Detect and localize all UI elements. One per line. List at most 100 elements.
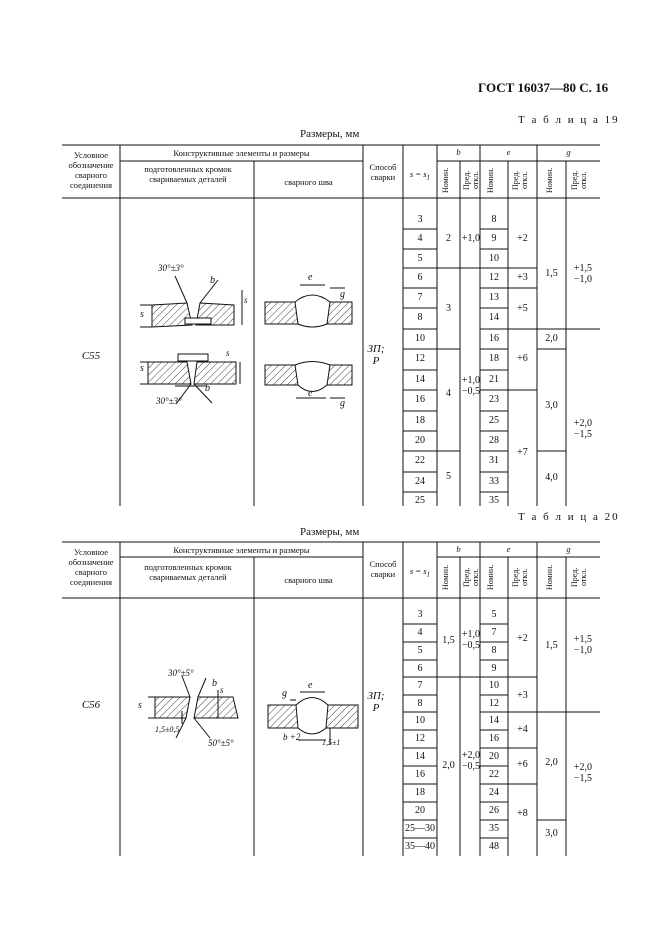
page-header: ГОСТ 16037—80 С. 16 bbox=[478, 80, 609, 95]
t19-e-nom-11: 28 bbox=[489, 435, 499, 446]
t20-fig-b: b bbox=[212, 678, 217, 689]
t19-s-value-3: 6 bbox=[417, 272, 423, 283]
t19-e-dev-4: +7 bbox=[517, 447, 528, 458]
t19-e-nom-10: 25 bbox=[489, 415, 499, 426]
t19-g-nom-h: Номин. bbox=[545, 167, 554, 193]
t19-fig-s1-top: s bbox=[244, 295, 248, 305]
t19-h-cond: Условное обозначение сварного соединения bbox=[68, 150, 114, 190]
t19-b-nom-0: 2 bbox=[446, 233, 451, 244]
t20-s-value-1: 4 bbox=[417, 627, 423, 638]
t19-e-nom-1: 9 bbox=[491, 233, 497, 244]
t19-s-value-1: 4 bbox=[417, 233, 423, 244]
t20-s-value-5: 8 bbox=[417, 698, 423, 709]
t19-s-value-0: 3 bbox=[417, 214, 423, 225]
t19-b-nom-h: Номин. bbox=[441, 167, 450, 193]
t19-joint: С55 bbox=[81, 350, 101, 362]
fig19-prep-top bbox=[140, 276, 242, 327]
t19-e-dev-0: +2 bbox=[517, 233, 528, 244]
t19-e-nom-12: 31 bbox=[489, 455, 499, 466]
t19-fig-b-bot: b bbox=[205, 383, 210, 394]
t20-fig-s1: s bbox=[220, 685, 224, 695]
t20-s-value-7: 12 bbox=[415, 733, 425, 744]
t20-h-constr: Конструктивные элементы и размеры bbox=[173, 545, 310, 555]
t20-e-dev-h: Пред. откл. bbox=[511, 567, 529, 587]
t19-e-nom-h: Номин. bbox=[486, 167, 495, 193]
table20-units: Размеры, мм bbox=[300, 526, 360, 538]
t19-e-nom-2: 10 bbox=[489, 253, 499, 264]
t19-e-dev-h: Пред. откл. bbox=[511, 170, 529, 190]
t19-fig-b-top: b bbox=[210, 275, 215, 286]
t20-h-s: s = s1 bbox=[409, 566, 431, 579]
t20-e-nom-8: 20 bbox=[489, 751, 499, 762]
t20-e-nom-2: 8 bbox=[491, 645, 497, 656]
t19-e-nom-6: 16 bbox=[489, 333, 499, 344]
t19-e-nom-13: 33 bbox=[489, 476, 499, 487]
t20-s-value-4: 7 bbox=[417, 680, 423, 691]
t19-h-prep: подготовленных кромок свариваемых детале… bbox=[144, 164, 232, 184]
t19-s-value-7: 12 bbox=[415, 353, 425, 364]
t19-e-dev-2: +5 bbox=[517, 303, 528, 314]
t19-s-value-14: 25 bbox=[415, 495, 425, 506]
t19-b-nom-2: 4 bbox=[446, 388, 451, 399]
t20-fig-dim1: 1,5±0,5 bbox=[155, 725, 180, 734]
t20-b-dev-0: +1,0 −0,5 bbox=[461, 629, 481, 651]
t19-fig-g-bot: g bbox=[340, 398, 345, 409]
t20-b-dev-1: +2,0 −0,5 bbox=[461, 750, 481, 772]
fig19-weld-bottom bbox=[265, 362, 352, 399]
t19-s-value-12: 22 bbox=[415, 455, 425, 466]
t19-g-dev-h: Пред. откл. bbox=[570, 170, 588, 190]
t20-b-dev-h: Пред. откл. bbox=[462, 567, 480, 587]
t19-fig-s1-bot: s bbox=[226, 348, 230, 358]
t19-fig-g-top: g bbox=[340, 289, 345, 300]
t20-e-nom-12: 35 bbox=[489, 823, 499, 834]
t20-h-weld: сварного шва bbox=[284, 575, 333, 585]
t20-s-value-0: 3 bbox=[417, 609, 423, 620]
t19-e-nom-7: 18 bbox=[489, 353, 499, 364]
t19-s-value-5: 8 bbox=[417, 312, 423, 323]
t19-e-nom-0: 8 bbox=[491, 214, 497, 225]
t20-s-value-10: 18 bbox=[415, 787, 425, 798]
t20-e-nom-7: 16 bbox=[489, 733, 499, 744]
t20-joint: С56 bbox=[81, 699, 101, 711]
t20-s-value-9: 16 bbox=[415, 769, 425, 780]
t20-g-nom-2: 3,0 bbox=[545, 828, 558, 839]
t20-h-g: g bbox=[566, 544, 571, 554]
t19-b-nom-1: 3 bbox=[446, 303, 451, 314]
t20-e-nom-1: 7 bbox=[491, 627, 497, 638]
t20-b-nom-1: 2,0 bbox=[442, 760, 455, 771]
t20-e-nom-4: 10 bbox=[489, 680, 499, 691]
table19-units: Размеры, мм bbox=[300, 128, 360, 140]
fig19-weld-top bbox=[265, 285, 352, 327]
t19-h-constr: Конструктивные элементы и размеры bbox=[173, 148, 310, 158]
t20-method: ЗП; Р bbox=[367, 690, 385, 714]
t20-e-nom-5: 12 bbox=[489, 698, 499, 709]
t20-g-dev-1: +2,0 −1,5 bbox=[573, 762, 593, 784]
t19-fig-e-bot: e bbox=[308, 388, 313, 399]
t19-g-nom-1: 2,0 bbox=[545, 333, 558, 344]
t20-e-nom-6: 14 bbox=[489, 715, 499, 726]
t19-fig-s-top: s bbox=[140, 309, 144, 320]
t20-e-dev-0: +2 bbox=[517, 633, 528, 644]
t20-g-nom-0: 1,5 bbox=[545, 640, 558, 651]
t20-s-value-2: 5 bbox=[417, 645, 423, 656]
t19-e-nom-5: 14 bbox=[489, 312, 499, 323]
t19-b-nom-3: 5 bbox=[446, 471, 451, 482]
table19-title: Т а б л и ц а 19 bbox=[518, 114, 620, 126]
t19-e-nom-4: 13 bbox=[489, 292, 499, 303]
t19-h-s: s = s1 bbox=[409, 169, 431, 182]
t19-s-value-8: 14 bbox=[415, 374, 425, 385]
t20-s-value-3: 6 bbox=[417, 663, 423, 674]
t19-s-value-9: 16 bbox=[415, 394, 425, 405]
t20-s-value-6: 10 bbox=[415, 715, 425, 726]
t20-e-nom-11: 26 bbox=[489, 805, 499, 816]
t20-fig-angle-top: 30°±5° bbox=[168, 668, 194, 678]
t20-e-nom-13: 48 bbox=[489, 841, 499, 852]
t19-e-nom-9: 23 bbox=[489, 394, 499, 405]
t20-e-dev-3: +6 bbox=[517, 759, 528, 770]
t20-e-nom-h: Номин. bbox=[486, 564, 495, 590]
t20-e-dev-4: +8 bbox=[517, 808, 528, 819]
t19-s-value-4: 7 bbox=[417, 292, 423, 303]
t20-e-dev-2: +4 bbox=[517, 724, 528, 735]
t20-g-nom-1: 2,0 bbox=[545, 757, 558, 768]
t20-fig-angle-bot: 50°±5° bbox=[208, 738, 234, 748]
